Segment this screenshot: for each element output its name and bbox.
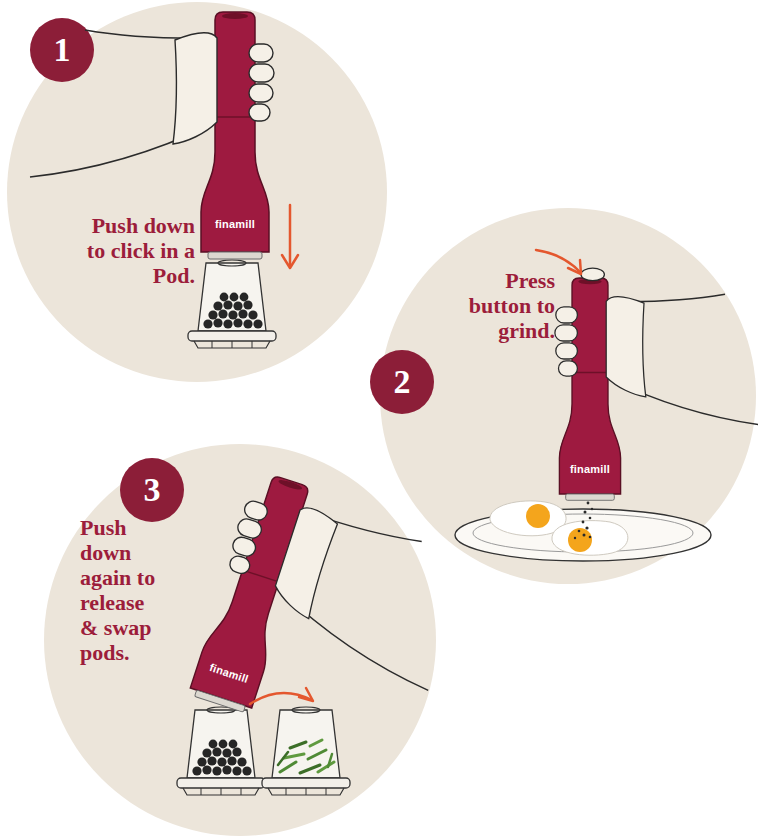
pepper-speck [587,502,590,505]
egg-yolk [526,504,550,528]
step-badge: 2 [370,350,434,414]
motion-arrow [536,250,580,272]
hand [555,294,758,426]
step-circle-fill [7,2,387,382]
step-badge: 3 [120,458,184,522]
motion-arrow [289,205,292,266]
brand-label: finamill [570,463,610,475]
egg-white [490,501,566,536]
step-badge-fill [370,350,434,414]
pepper-speck [591,508,593,510]
egg-yolk [568,528,592,552]
pepper-speck [585,526,588,529]
grinder-body [559,278,620,500]
arrow-head [282,255,298,268]
pepper-speck [589,536,592,539]
grinder-body [188,471,322,714]
pod-shell [188,260,276,348]
pepper-speck [589,517,592,520]
arrow-head [568,260,581,274]
brand-label: finamill [208,661,250,685]
step-circle: Push down to click in a Pod. 1 [7,2,387,382]
pepper-speck [583,534,586,537]
pod [188,260,276,348]
step-badge: 1 [30,18,94,82]
plate [455,509,711,561]
step-number: 1 [30,18,94,82]
step-instruction: Push down again to release & swap pods. [80,515,165,665]
pod [262,707,350,795]
pepper-speck [578,530,581,533]
egg-white [552,521,628,556]
ground-pepper [574,502,593,540]
step-number: 2 [370,350,434,414]
step-badge-fill [30,18,94,82]
peppercorns [203,293,262,329]
arrow-head [299,688,313,701]
grinder [30,12,274,259]
step-circle-shape [380,208,756,584]
step-instruction: Press button to grind. [455,268,555,343]
grinder [555,268,758,500]
peppercorns [192,740,251,776]
brand-label: finamill [215,218,255,230]
step-circle: Press button to grind.2 [380,208,756,584]
step-circle-fill [44,444,436,836]
pod [177,707,265,795]
pod-shell [177,707,265,795]
step-number: 3 [120,458,184,522]
step-circle-fill [380,208,756,584]
pepper-speck [584,511,587,514]
plate-rim [473,514,693,552]
hand [208,486,472,690]
pod-shell [262,707,350,795]
hand [30,30,274,177]
herbs [278,740,334,773]
pepper-speck [574,537,576,539]
motion-arrow [250,693,312,704]
step-badge-fill [120,458,184,522]
step-circle: Push down again to release & swap pods.3 [44,444,436,836]
grinder [184,470,477,765]
step-instruction: Push down to click in a Pod. [85,213,195,288]
thumb [581,268,604,281]
grinder-body [201,12,269,259]
pepper-speck [582,521,585,524]
